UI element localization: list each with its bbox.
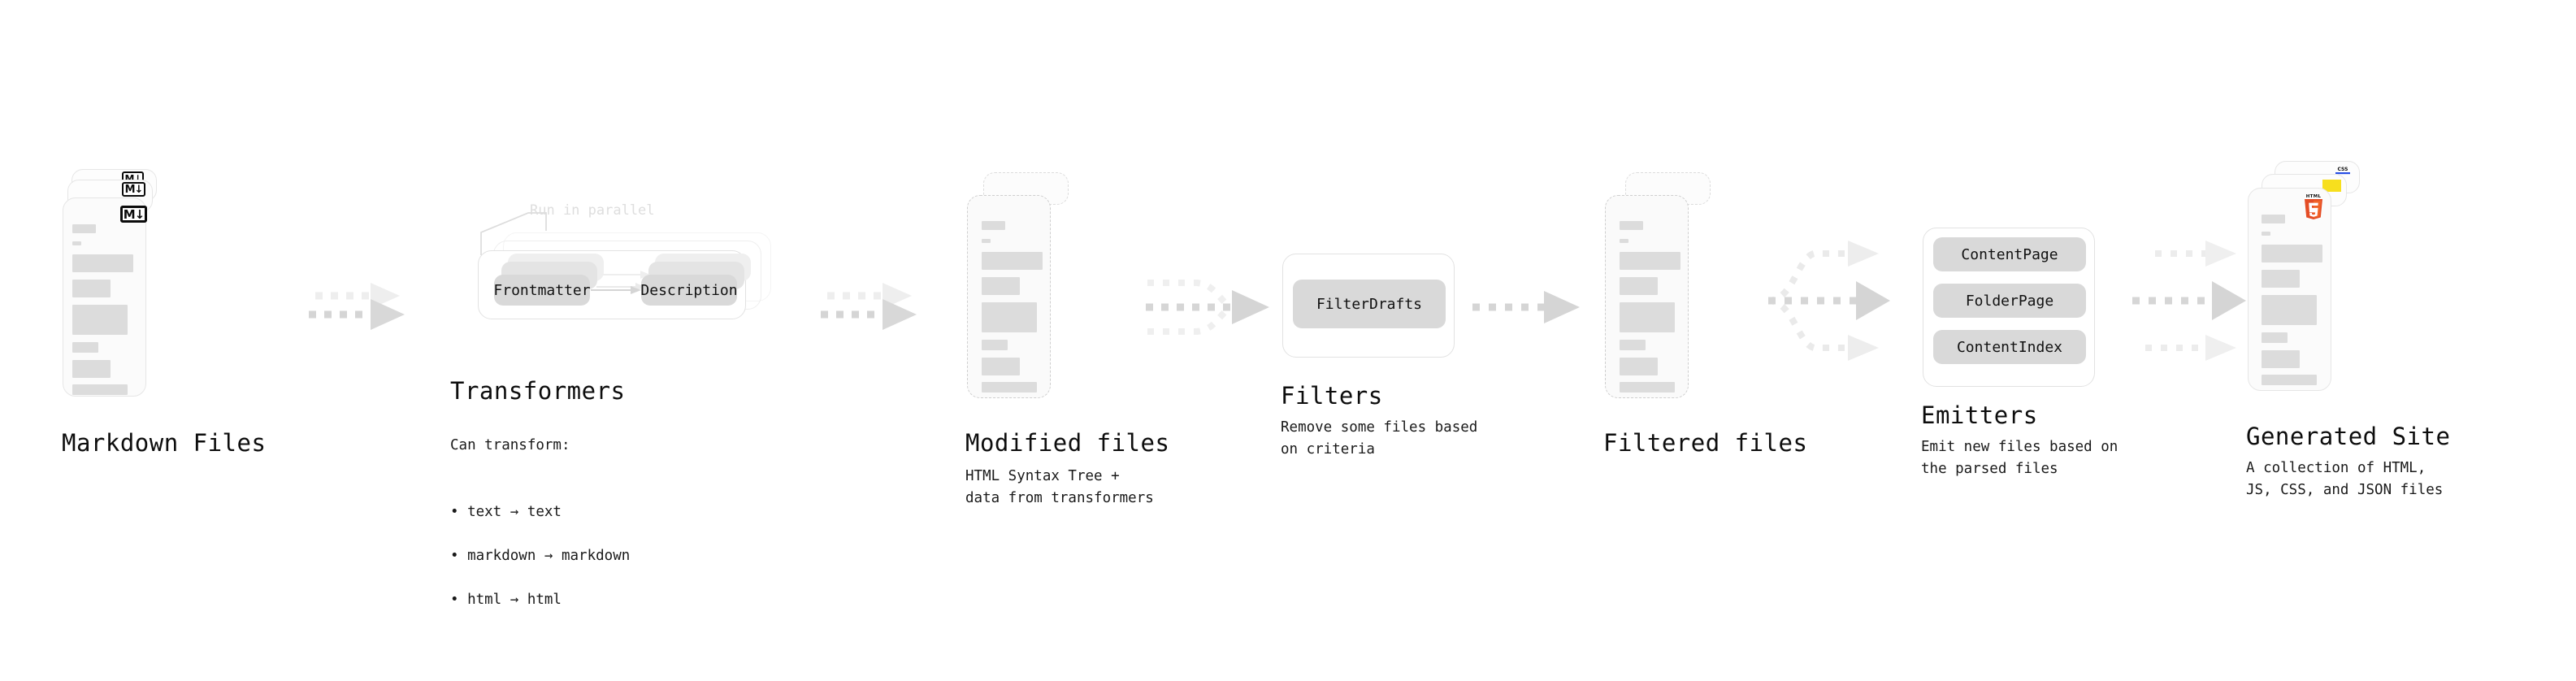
stage-title-filtered-files: Filtered files [1603, 429, 1808, 457]
skeleton-line [2262, 270, 2300, 288]
pill-description[interactable]: Description [640, 275, 738, 306]
transform-item: text → text [450, 501, 630, 523]
stage-title-modified-files: Modified files [965, 429, 1170, 457]
skeleton-line [1620, 358, 1658, 375]
css3-badge: CSS [2335, 167, 2350, 175]
skeleton-line [2262, 350, 2300, 368]
skeleton-line [982, 239, 991, 243]
stage-filtered-files [1605, 172, 1711, 398]
pill-frontmatter-label: Frontmatter [493, 281, 591, 299]
stage-markdown-files: M↓ M↓ M↓ Markdown Files [0, 0, 293, 681]
arrow-transformers-to-modified [821, 283, 917, 330]
pill-filterdrafts-label: FilterDrafts [1316, 295, 1423, 313]
skeleton-line [1620, 302, 1675, 332]
skeleton-line [2262, 332, 2288, 343]
js-badge [2322, 180, 2341, 192]
transform-list: text → text markdown → markdown html → h… [450, 479, 630, 633]
skeleton-line [72, 280, 111, 297]
stage-filters: FilterDrafts [1282, 254, 1455, 358]
stage-title-transformers: Transformers [450, 377, 626, 405]
skeleton-line [982, 340, 1008, 350]
skeleton-line [2262, 245, 2322, 262]
transform-item: html → html [450, 589, 630, 611]
pill-contentpage[interactable]: ContentPage [1933, 237, 2086, 271]
stage-title-markdown-files: Markdown Files [62, 429, 267, 457]
markdown-badge: M↓ [120, 206, 147, 223]
stage-modified-files [0, 0, 1219, 681]
skeleton-line [1620, 277, 1658, 295]
skeleton-line [72, 254, 133, 272]
skeleton-line [2262, 232, 2270, 236]
stage-caption-modified-files: HTML Syntax Tree + data from transformer… [965, 468, 1154, 507]
pill-frontmatter[interactable]: Frontmatter [493, 275, 591, 306]
stage-caption-generated-site: A collection of HTML, JS, CSS, and JSON … [2246, 460, 2444, 499]
skeleton-line [1620, 239, 1628, 243]
stage-title-filters: Filters [1281, 382, 1383, 410]
pill-contentpage-label: ContentPage [1961, 245, 2058, 263]
skeleton-line [72, 342, 98, 353]
skeleton-line [1620, 382, 1675, 393]
skeleton-line [982, 302, 1037, 332]
pill-folderpage[interactable]: FolderPage [1933, 284, 2086, 318]
skeleton-line [1620, 221, 1643, 230]
stage-title-emitters: Emitters [1921, 401, 2038, 429]
skeleton-line [72, 224, 96, 233]
skeleton-line [982, 382, 1037, 393]
skeleton-line [2262, 295, 2317, 325]
pill-filterdrafts[interactable]: FilterDrafts [1293, 280, 1446, 328]
run-in-parallel-label: Run in parallel [530, 202, 655, 219]
stage-caption-transformers: Can transform: text → text markdown → ma… [450, 413, 630, 655]
skeleton-line [72, 241, 81, 245]
arrow-emitters-to-site [2132, 241, 2246, 361]
stage-transformers: Run in parallel Frontmatter Description [0, 0, 861, 681]
skeleton-line [1620, 252, 1680, 270]
skeleton-line [982, 277, 1020, 295]
skeleton-line [1620, 340, 1646, 350]
arrow-filtered-to-emitters [1767, 241, 1890, 361]
stage-emitters: ContentPage FolderPage ContentIndex [1923, 228, 2095, 387]
html5-badge: HTML [2305, 194, 2322, 219]
stage-caption-filters: Remove some files based on criteria [1281, 419, 1478, 458]
skeleton-line [72, 305, 128, 335]
skeleton-line [2262, 215, 2285, 223]
transform-item: markdown → markdown [450, 545, 630, 567]
caption-head: Can transform: [450, 437, 570, 454]
arrow-markdown-to-transformers [309, 283, 405, 330]
svg-text:CSS: CSS [2338, 167, 2348, 172]
skeleton-line [982, 221, 1005, 230]
skeleton-line [72, 360, 111, 378]
pill-description-label: Description [640, 281, 738, 299]
skeleton-line [72, 384, 128, 395]
stage-caption-emitters: Emit new files based on the parsed files [1921, 439, 2118, 478]
transformer-connector [591, 286, 641, 294]
arrow-filters-to-filtered [1472, 291, 1580, 323]
modified-doc [967, 195, 1051, 398]
pill-contentindex-label: ContentIndex [1956, 338, 2063, 356]
skeleton-line [982, 252, 1043, 270]
run-in-parallel-bracket [480, 212, 547, 255]
skeleton-line [982, 358, 1020, 375]
stage-title-generated-site: Generated Site [2246, 423, 2451, 450]
svg-text:HTML: HTML [2306, 194, 2322, 199]
pill-contentindex[interactable]: ContentIndex [1933, 330, 2086, 364]
pill-folderpage-label: FolderPage [1965, 292, 2054, 310]
arrow-modified-to-filters [1146, 280, 1269, 335]
skeleton-line [2262, 375, 2317, 385]
markdown-badge: M↓ [122, 182, 145, 197]
